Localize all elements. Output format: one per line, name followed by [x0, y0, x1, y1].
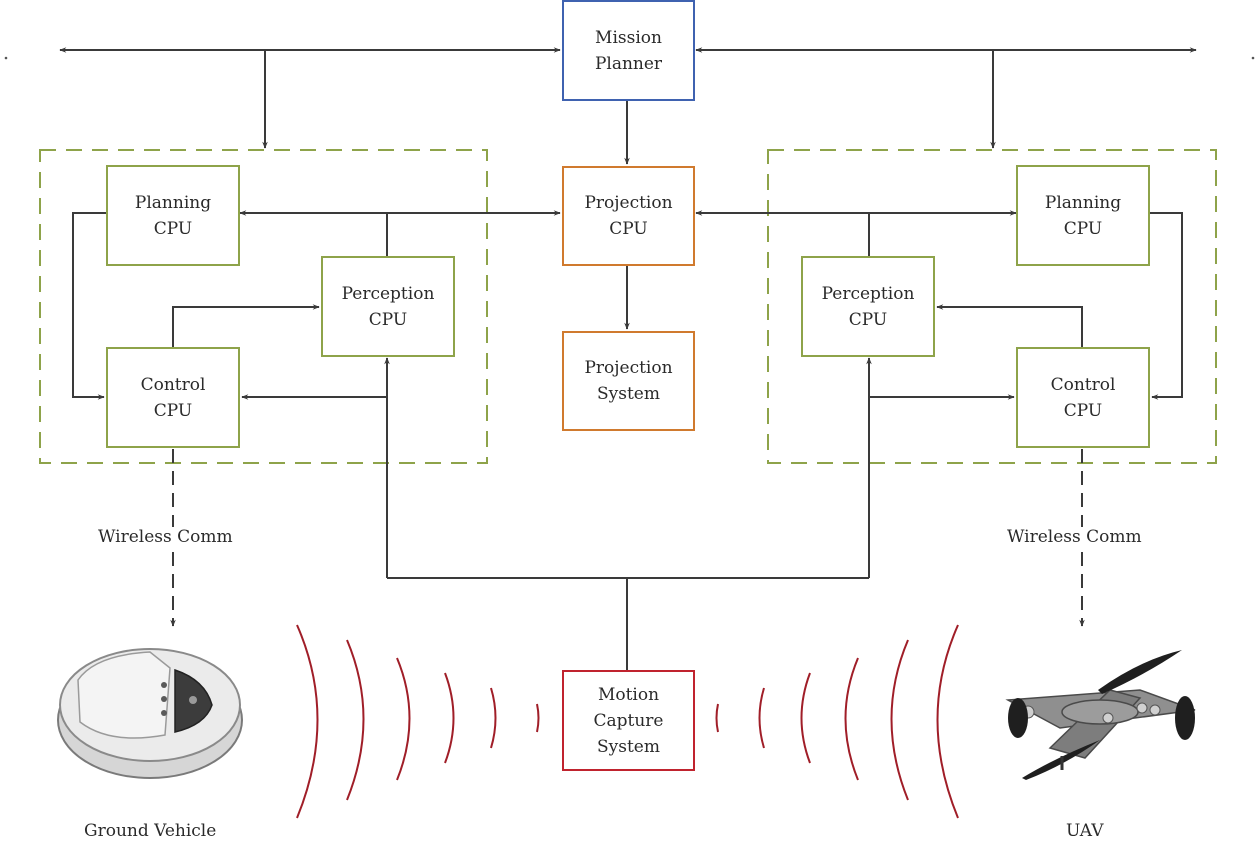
left-planning-line2: CPU	[153, 218, 193, 239]
left-perception-line1: Perception	[341, 283, 435, 304]
right-control-to-perception-arrow	[936, 304, 1083, 347]
signal-waves-right	[715, 624, 959, 819]
left-control-line2: CPU	[153, 400, 193, 421]
edge-mark-right	[1251, 56, 1255, 60]
ground-vehicle-image	[57, 648, 243, 779]
motion-capture-line3: System	[597, 736, 660, 757]
ground-vehicle-label: Ground Vehicle	[82, 821, 219, 841]
ground-vehicle-onboard-box	[39, 149, 488, 464]
left-control-line1: Control	[140, 374, 206, 395]
projection-cpu-block: Projection CPU	[562, 166, 695, 266]
right-planning-line1: Planning	[1044, 192, 1122, 213]
left-planning-line1: Planning	[134, 192, 212, 213]
right-planning-cpu-block: Planning CPU	[1016, 165, 1150, 266]
projection-system-line1: Projection	[584, 358, 673, 378]
right-planning-line2: CPU	[1063, 218, 1103, 239]
mission-planner-line2: Planner	[594, 53, 663, 74]
projection-system-line2: System	[597, 384, 660, 404]
left-planning-cpu-block: Planning CPU	[106, 165, 240, 266]
motion-capture-line2: Capture	[593, 710, 664, 731]
left-wireless-comm-label: Wireless Comm	[96, 527, 235, 547]
left-planning-to-control-arrow	[72, 212, 106, 400]
motion-capture-line1: Motion	[597, 684, 660, 705]
right-planning-to-control-arrow	[1150, 212, 1183, 400]
mission-planner-block: Mission Planner	[562, 0, 695, 101]
right-control-line1: Control	[1050, 374, 1116, 395]
right-wireless-comm-label: Wireless Comm	[1005, 527, 1144, 547]
left-perception-cpu-block: Perception CPU	[321, 256, 455, 357]
projection-cpu-line2: CPU	[609, 219, 648, 239]
mission-planner-line1: Mission	[595, 27, 662, 48]
uav-label: UAV	[1064, 821, 1106, 841]
uav-onboard-box	[767, 149, 1217, 464]
right-perception-line2: CPU	[848, 309, 888, 330]
signal-waves-left	[296, 624, 540, 819]
right-control-line2: CPU	[1063, 400, 1103, 421]
uav-image	[1005, 650, 1196, 780]
edge-mark-left	[4, 56, 8, 60]
right-control-cpu-block: Control CPU	[1016, 347, 1150, 448]
left-control-to-perception-arrow	[172, 304, 320, 347]
motion-capture-block: Motion Capture System	[562, 670, 695, 771]
right-perception-cpu-block: Perception CPU	[801, 256, 935, 357]
projection-system-block: Projection System	[562, 331, 695, 431]
left-control-cpu-block: Control CPU	[106, 347, 240, 448]
left-perception-line2: CPU	[368, 309, 408, 330]
right-perception-line1: Perception	[821, 283, 915, 304]
projection-cpu-line1: Projection	[584, 193, 673, 213]
